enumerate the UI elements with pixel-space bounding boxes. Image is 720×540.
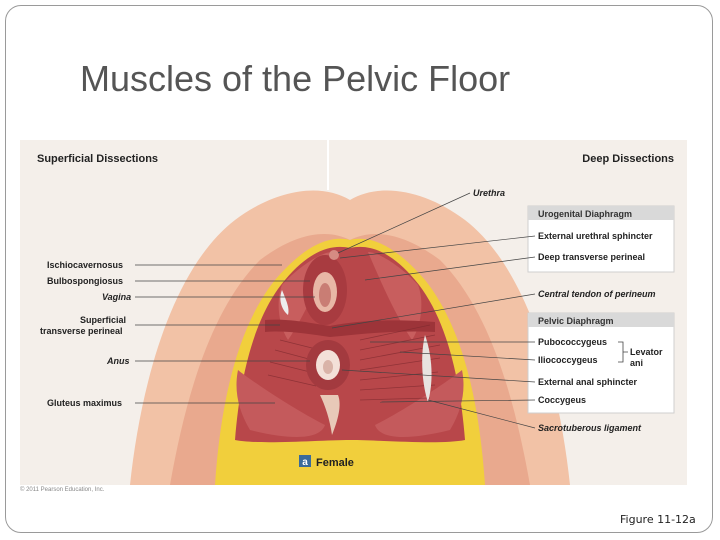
deep-dissections-header: Deep Dissections	[582, 153, 674, 165]
label-iliococcygeus: Iliococcygeus	[538, 355, 598, 365]
vagina-inner	[319, 283, 331, 307]
sacrotuberous-ligament	[422, 335, 432, 402]
figure-caption: Figure 11-12a	[620, 513, 696, 526]
ligament-patch-left	[280, 290, 289, 315]
label-vagina: Vagina	[102, 292, 131, 302]
anatomy-figure: Superficial Dissections Deep Dissections…	[20, 140, 687, 485]
label-bulbospongiosus: Bulbospongiosus	[47, 276, 123, 286]
levator-ani-bracket	[618, 341, 628, 363]
transverse-perineal-band	[265, 319, 435, 337]
label-ani: ani	[630, 358, 643, 368]
superficial-dissections-header: Superficial Dissections	[37, 153, 158, 165]
label-deep-transverse-perineal: Deep transverse perineal	[538, 252, 645, 262]
slide-title: Muscles of the Pelvic Floor	[80, 58, 511, 99]
label-central-tendon: Central tendon of perineum	[538, 289, 656, 299]
coccyx	[320, 395, 340, 435]
label-anus: Anus	[106, 356, 130, 366]
pelvic-diaphragm-header: Pelvic Diaphragm	[538, 316, 614, 326]
urogenital-box-header	[528, 206, 674, 220]
ischiocavernosus-right	[368, 252, 422, 340]
urogenital-diaphragm-header: Urogenital Diaphragm	[538, 209, 632, 219]
gluteus-maximus-right	[375, 370, 464, 437]
gluteus-maximus-left	[236, 370, 325, 437]
label-sacrotuberous-ligament: Sacrotuberous ligament	[538, 423, 642, 433]
pelvic-floor-illustration: Superficial Dissections Deep Dissections…	[37, 140, 675, 485]
panel-letter: a	[302, 457, 308, 468]
label-ischiocavernosus: Ischiocavernosus	[47, 260, 123, 270]
anus-center	[323, 360, 333, 374]
panel-letter-badge	[299, 455, 311, 467]
label-levator: Levator	[630, 347, 663, 357]
label-coccygeus: Coccygeus	[538, 395, 586, 405]
panel-label-female: Female	[316, 457, 354, 469]
label-external-urethral-sphincter: External urethral sphincter	[538, 231, 653, 241]
label-superficial: Superficial	[80, 315, 126, 325]
pelvic-box-header	[528, 313, 674, 327]
label-transverse-perineal: transverse perineal	[40, 326, 123, 336]
left-leader-lines	[135, 264, 315, 404]
copyright-text: © 2011 Pearson Education, Inc.	[20, 487, 105, 493]
label-gluteus-maximus: Gluteus maximus	[47, 398, 122, 408]
label-urethra: Urethra	[473, 188, 505, 198]
right-leader-lines	[331, 192, 536, 429]
label-pubococcygeus: Pubococcygeus	[538, 337, 607, 347]
urethra-opening	[329, 250, 339, 260]
label-external-anal-sphincter: External anal sphincter	[538, 377, 638, 387]
pelvic-box	[527, 312, 675, 414]
